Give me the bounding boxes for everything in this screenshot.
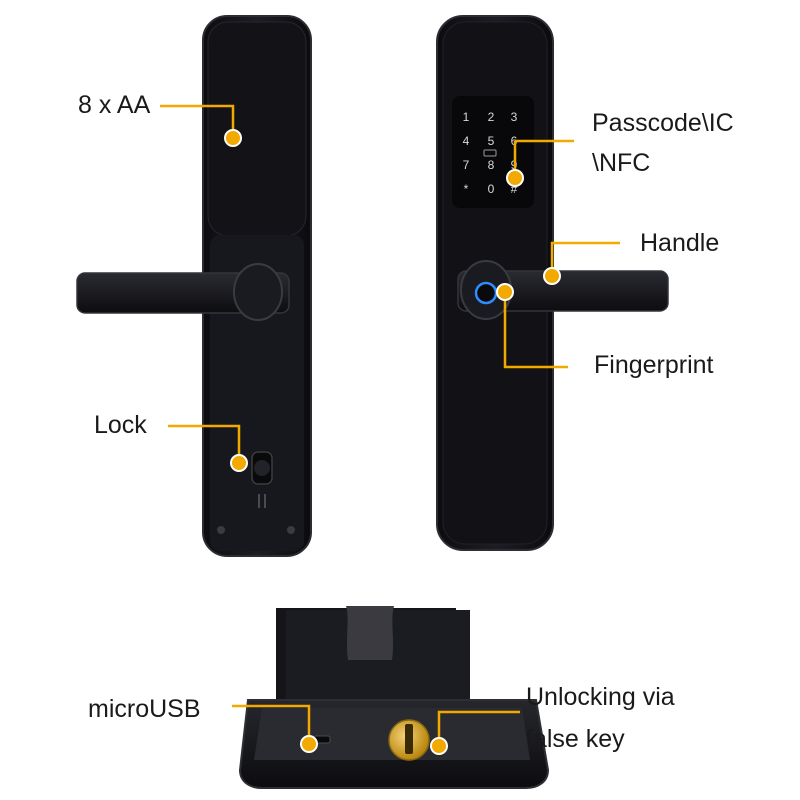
nfc-icon [483,149,497,157]
microusb-label: microUSB [88,695,201,723]
lock-back-view [76,15,312,557]
spindle [346,606,394,660]
callout-dot [300,735,318,753]
key-5[interactable]: 5 [488,134,495,148]
handle-label: Handle [640,229,720,257]
key-1[interactable]: 1 [463,110,470,124]
callout-dot [224,129,242,147]
lock-front-view: 1 2 3 4 5 6 7 8 9 * 0 # [436,15,669,551]
passcode-label-line2: \NFC [592,149,651,177]
callout-dot [543,267,561,285]
screw-hole [287,526,295,534]
fingerprint-sensor[interactable] [474,281,498,305]
unlocking-label-line2: false key [526,725,625,753]
battery-cover [207,21,307,237]
screw-hole [217,526,225,534]
battery-label: 8 x AA [78,91,151,119]
callout-lines [160,104,620,744]
lock-label: Lock [94,411,147,439]
key-4[interactable]: 4 [463,134,470,148]
key-3[interactable]: 3 [511,110,518,124]
lock-bottom-view [238,606,550,789]
callout-dot [230,454,248,472]
key-star[interactable]: * [464,182,469,196]
passcode-label-line1: Passcode\IC [592,109,734,137]
key-2[interactable]: 2 [488,110,495,124]
callout-markers [224,129,561,755]
key-7[interactable]: 7 [463,158,470,172]
handle-hub [233,263,283,321]
callout-dot [430,737,448,755]
key-0[interactable]: 0 [488,182,495,196]
fingerprint-label: Fingerprint [594,351,714,379]
callout-dot [506,169,524,187]
key-hash[interactable]: # [511,182,518,196]
unlocking-label-line1: Unlocking via [526,683,675,711]
key-8[interactable]: 8 [488,158,495,172]
callout-dot [496,283,514,301]
